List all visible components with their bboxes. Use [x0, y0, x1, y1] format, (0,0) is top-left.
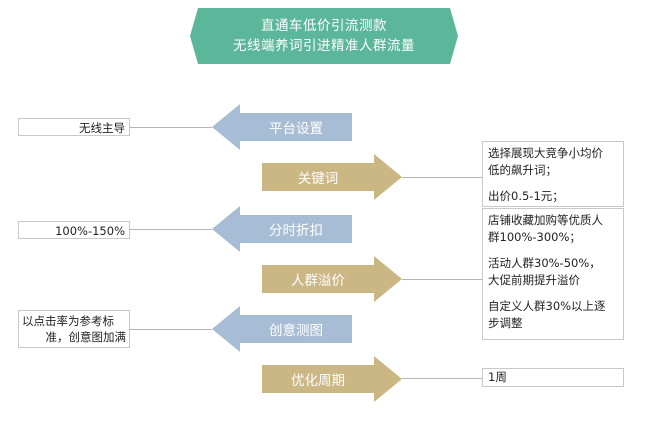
step-label-discount: 分时折扣 — [269, 223, 323, 239]
title-line-1: 直通车低价引流测款 — [261, 18, 387, 34]
note-creative-line-1: 以点击率为参考标 — [22, 314, 114, 328]
note-cycle: 1周 — [482, 368, 624, 387]
arrow-time-discount: 分时折扣 — [212, 206, 352, 252]
note-crowd-line-4: 大促前期提升溢价 — [488, 273, 580, 287]
step-label-crowd: 人群溢价 — [291, 273, 345, 289]
note-creative-line-2: 准，创意图加满 — [45, 330, 127, 344]
arrow-crowd-premium: 人群溢价 — [262, 256, 402, 302]
note-keywords-bid: 出价0.5-1元； — [488, 189, 564, 203]
note-crowd-line-2: 群100%-300%； — [488, 230, 581, 244]
note-crowd-line-5: 自定义人群30%以上逐 — [488, 299, 606, 313]
note-crowd-line-1: 店铺收藏加购等优质人 — [488, 213, 603, 227]
arrow-creative-test: 创意测图 — [212, 306, 352, 352]
title-banner: 直通车低价引流测款 无线端养词引进精准人群流量 — [190, 8, 458, 64]
note-keywords-line-2: 低的飙升词； — [488, 163, 557, 177]
arrow-keywords: 关键词 — [262, 154, 402, 200]
connector-crowd — [402, 279, 482, 280]
step-label-creative: 创意测图 — [269, 323, 323, 339]
step-label-keywords: 关键词 — [297, 171, 339, 187]
arrow-platform-setting: 平台设置 — [212, 104, 352, 150]
note-crowd-line-6: 步调整 — [488, 316, 523, 330]
title-banner-shape — [190, 8, 458, 64]
connector-keywords — [402, 177, 482, 178]
note-discount: 100%-150% — [18, 221, 130, 239]
note-keywords-line-1: 选择展现大竞争小均价 — [488, 146, 603, 160]
note-platform: 无线主导 — [18, 118, 130, 136]
note-crowd-line-3: 活动人群30%-50%， — [488, 256, 601, 270]
connector-cycle — [402, 378, 482, 379]
note-creative: 以点击率为参考标 准，创意图加满 — [18, 310, 130, 348]
step-label-cycle: 优化周期 — [291, 373, 345, 389]
connector-creative — [130, 329, 212, 330]
connector-platform — [130, 127, 212, 128]
title-line-2: 无线端养词引进精准人群流量 — [233, 38, 415, 54]
arrow-optimize-cycle: 优化周期 — [262, 356, 402, 402]
note-crowd: 店铺收藏加购等优质人 群100%-300%； 活动人群30%-50%， 大促前期… — [482, 208, 624, 340]
note-keywords: 选择展现大竞争小均价 低的飙升词； 出价0.5-1元； — [482, 141, 624, 207]
connector-discount — [130, 229, 212, 230]
step-label-platform: 平台设置 — [269, 121, 323, 137]
